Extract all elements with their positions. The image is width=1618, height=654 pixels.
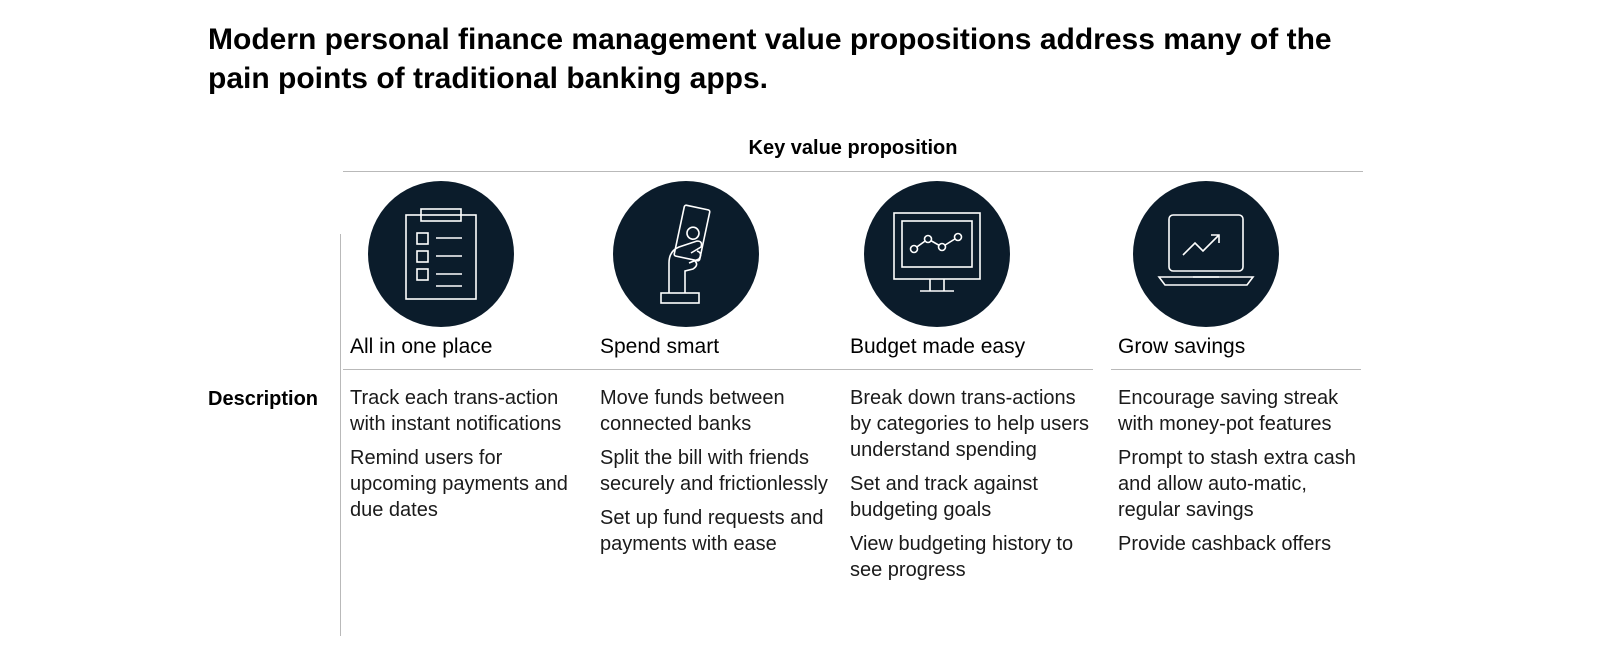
hand-holding-money-icon	[613, 181, 759, 327]
description-item: Move funds between connected banks	[600, 387, 785, 435]
laptop-growth-arrow-icon	[1133, 181, 1279, 327]
description-item: View budgeting history to see progress	[850, 533, 1074, 581]
description-list: Move funds between connected banks Split…	[600, 385, 843, 565]
description-item: Set up fund requests and payments with e…	[600, 507, 824, 555]
header-label: Key value proposition	[748, 137, 958, 159]
description-list: Break down trans-actions by categories t…	[850, 385, 1093, 591]
column-title: Spend smart	[600, 335, 720, 358]
description-item: Set and track against budgeting goals	[850, 473, 1038, 521]
row-divider	[340, 234, 341, 636]
description-list: Track each trans-action with instant not…	[350, 385, 593, 531]
description-item: Prompt to stash extra cash and allow aut…	[1118, 447, 1356, 521]
monitor-line-graph-icon	[864, 181, 1010, 327]
row-label: Description	[208, 388, 319, 410]
description-list: Encourage saving streak with money-pot f…	[1118, 385, 1361, 565]
description-item: Break down trans-actions by categories t…	[850, 387, 1090, 461]
page-title: Modern personal finance management value…	[208, 23, 1332, 95]
description-item: Encourage saving streak with money-pot f…	[1118, 387, 1339, 435]
column-title: All in one place	[350, 335, 493, 358]
checklist-clipboard-icon	[368, 181, 514, 327]
column-title: Grow savings	[1118, 335, 1246, 358]
column-divider	[1111, 369, 1361, 370]
column-divider	[593, 369, 843, 370]
description-item: Split the bill with friends securely and…	[600, 447, 828, 495]
column-divider	[843, 369, 1093, 370]
column-divider	[343, 369, 593, 370]
description-item: Remind users for upcoming payments and d…	[350, 447, 568, 521]
column-title: Budget made easy	[850, 335, 1026, 358]
description-item: Provide cashback offers	[1118, 533, 1332, 555]
header-divider	[343, 171, 1363, 172]
description-item: Track each trans-action with instant not…	[350, 387, 562, 435]
